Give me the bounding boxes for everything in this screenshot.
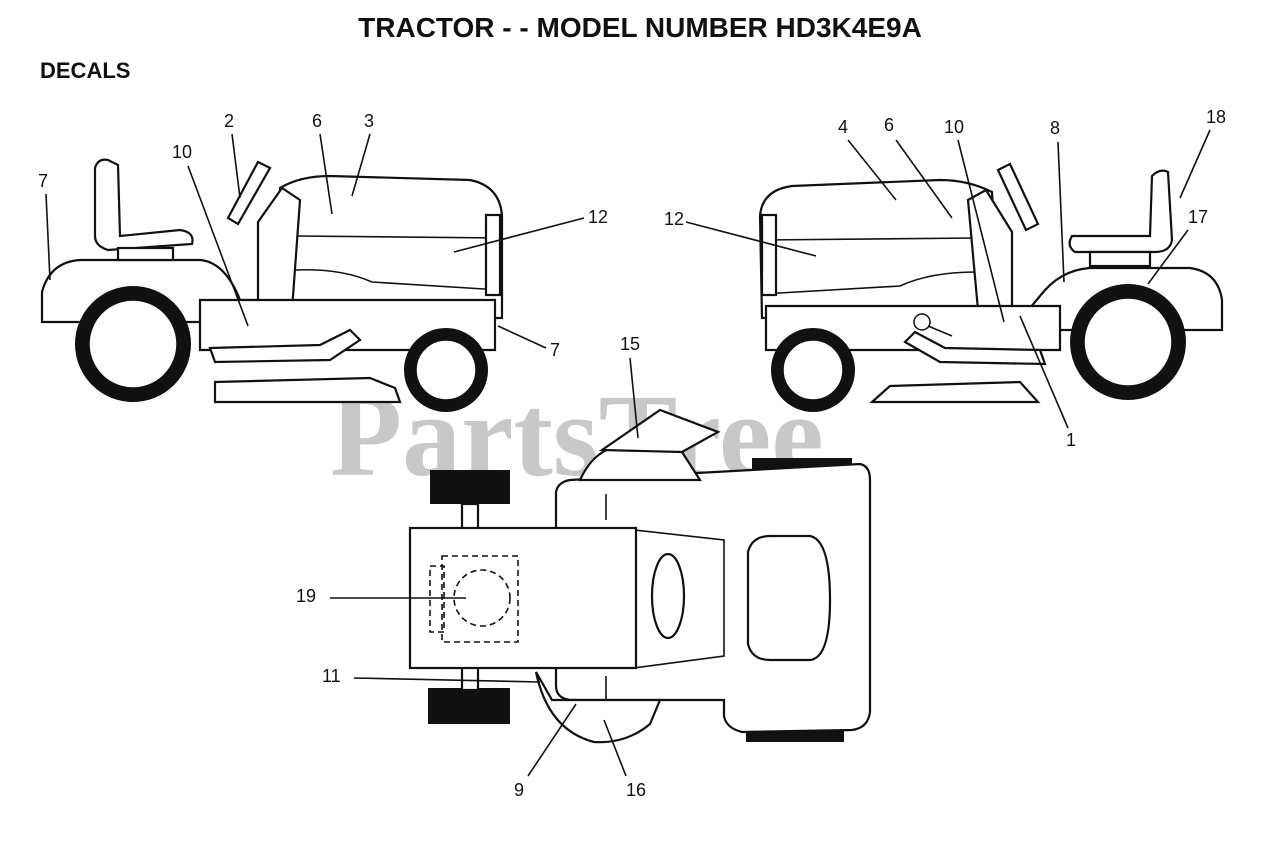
- right-callouts: 4 6 10 8 18 12 17 1: [664, 107, 1226, 450]
- callout-12-right: 12: [664, 209, 684, 229]
- diagram-title: TRACTOR - - MODEL NUMBER HD3K4E9A: [358, 12, 922, 43]
- right-seat-base: [1088, 250, 1152, 268]
- right-hood: [758, 178, 1002, 320]
- callout-4: 4: [838, 117, 848, 137]
- top-lower-deck: [534, 671, 662, 744]
- callout-8: 8: [1050, 118, 1060, 138]
- left-seat-base: [116, 246, 175, 262]
- top-seat: [746, 534, 832, 662]
- callout-11: 11: [322, 666, 341, 686]
- tractor-right-view: [758, 162, 1224, 412]
- callout-16: 16: [626, 780, 646, 800]
- section-heading: DECALS: [40, 58, 131, 83]
- top-callouts: 15 19 11 9 16: [296, 334, 646, 800]
- callout-12-left: 12: [588, 207, 608, 227]
- callout-19: 19: [296, 586, 316, 606]
- left-mower-deck: [213, 376, 402, 404]
- callout-6-left: 6: [312, 111, 322, 131]
- callout-10-right: 10: [944, 117, 964, 137]
- left-hood: [278, 174, 504, 320]
- callout-1: 1: [1066, 430, 1076, 450]
- callout-9: 9: [514, 780, 524, 800]
- right-mower-deck: [869, 380, 1041, 404]
- right-steering-wheel: [996, 162, 1040, 232]
- callout-2: 2: [224, 111, 234, 131]
- left-footrest: [208, 328, 362, 364]
- left-seat: [93, 158, 194, 252]
- callout-7-left-rear: 7: [38, 171, 48, 191]
- callout-10-left: 10: [172, 142, 192, 162]
- callout-18: 18: [1206, 107, 1226, 127]
- callout-7-left-front: 7: [550, 340, 560, 360]
- callout-3: 3: [364, 111, 374, 131]
- left-dash: [256, 186, 302, 312]
- right-seat: [1068, 169, 1174, 254]
- callout-6-right: 6: [884, 115, 894, 135]
- top-discharge-chute: [598, 408, 721, 454]
- top-front-tire-upper: [430, 470, 510, 504]
- tractor-left-view: [40, 158, 504, 412]
- left-steering-wheel: [226, 160, 272, 226]
- top-front-tire-lower: [428, 688, 510, 724]
- tractor-top-view: [408, 408, 872, 744]
- left-headlight: [484, 213, 502, 297]
- callout-15: 15: [620, 334, 640, 354]
- right-headlight: [760, 213, 778, 297]
- callout-17: 17: [1188, 207, 1208, 227]
- left-callouts: 7 10 2 6 3 12 7: [38, 111, 608, 360]
- right-footrest: [903, 330, 1047, 366]
- top-steering-wheel: [650, 552, 686, 640]
